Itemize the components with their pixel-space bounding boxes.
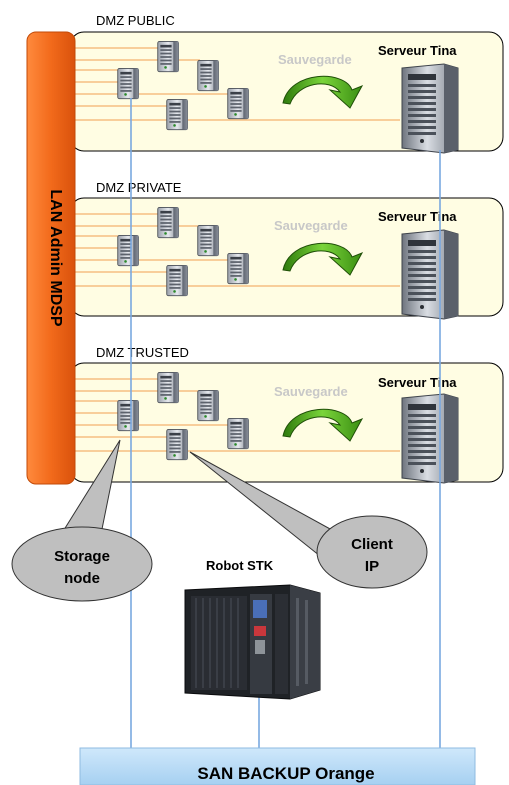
zone-dmz-trusted: DMZ TRUSTED Sauvegarde Serveur Tina <box>69 345 504 484</box>
server-icon <box>227 417 249 450</box>
server-tina-icon <box>401 63 459 154</box>
robot-stk: Robot STK <box>184 558 321 700</box>
orange-links <box>70 47 400 121</box>
backup-arrow-icon <box>282 408 364 442</box>
backup-label: Sauvegarde <box>278 52 352 67</box>
zone-label: DMZ PRIVATE <box>96 180 182 195</box>
server-icon <box>117 234 139 267</box>
zone-dmz-public: DMZ PUBLIC Sauvegarde Serveur Tina <box>69 13 504 154</box>
server-icon <box>197 59 219 92</box>
storage-label-line1: Storage <box>54 548 110 565</box>
lan-admin-bar: LAN Admin MDSP <box>26 31 76 485</box>
callout-bubble <box>11 526 153 602</box>
server-tina-icon <box>401 229 459 320</box>
server-icon <box>166 264 188 297</box>
client-label-line2: IP <box>365 558 379 575</box>
zone-label: DMZ TRUSTED <box>96 345 189 360</box>
zone-label: DMZ PUBLIC <box>96 13 175 28</box>
lan-label: LAN Admin MDSP <box>47 189 64 327</box>
server-tina-label: Serveur Tina <box>378 43 457 58</box>
backup-arrow-icon <box>282 242 364 276</box>
server-icon <box>157 206 179 239</box>
lan-bar-shape <box>26 31 76 485</box>
backup-label: Sauvegarde <box>274 218 348 233</box>
tape-library-icon <box>184 584 321 700</box>
server-icon <box>166 98 188 131</box>
server-icon <box>197 389 219 422</box>
backup-arrow-icon <box>282 75 364 109</box>
client-label-line1: Client <box>351 536 393 553</box>
robot-label: Robot STK <box>206 558 274 573</box>
client-ip-callout: Client IP <box>189 451 428 589</box>
san-bar-shape <box>79 747 476 785</box>
server-icon <box>117 67 139 100</box>
san-label: SAN BACKUP Orange <box>197 764 374 783</box>
server-icon <box>157 40 179 73</box>
server-icon <box>197 224 219 257</box>
server-tina-label: Serveur Tina <box>378 209 457 224</box>
zone-dmz-private: DMZ PRIVATE Sauvegarde Serveur Tina <box>69 180 504 320</box>
server-icon <box>227 252 249 285</box>
callout-bubble <box>316 515 428 589</box>
server-tina-label: Serveur Tina <box>378 375 457 390</box>
storage-node-server-icon <box>117 399 139 432</box>
storage-label-line2: node <box>64 570 100 587</box>
server-icon <box>157 371 179 404</box>
orange-links <box>70 213 400 287</box>
server-tina-icon <box>401 393 459 484</box>
storage-node-callout: Storage node <box>11 439 153 602</box>
backup-label: Sauvegarde <box>274 384 348 399</box>
san-backup-bar: SAN BACKUP Orange <box>79 747 476 785</box>
server-icon <box>227 87 249 120</box>
client-ip-server-icon <box>166 428 188 461</box>
